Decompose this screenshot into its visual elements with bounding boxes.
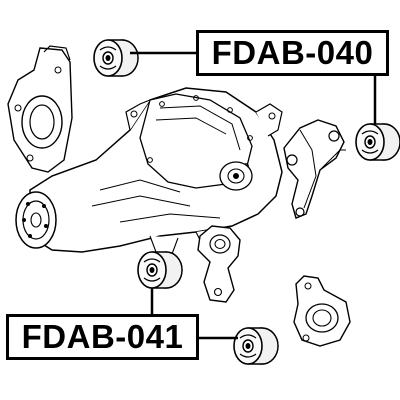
- rubber-bushing-bottom-icon: [233, 327, 279, 365]
- leader-lines: [130, 51, 377, 340]
- rubber-bushing-right-icon: [355, 123, 400, 161]
- rubber-bushing-top-icon: [93, 39, 139, 77]
- mounting-plate-bottom-right: [293, 275, 351, 347]
- differential-housing: [15, 87, 283, 255]
- part-number-label-upper: FDAB-040: [196, 30, 389, 76]
- mounting-plate-center: [197, 225, 241, 303]
- mounting-bracket-left: [7, 45, 73, 173]
- rubber-bushing-middle-icon: [137, 251, 183, 289]
- part-number-label-lower: FDAB-041: [6, 314, 199, 360]
- mounting-arm-right: [283, 119, 346, 219]
